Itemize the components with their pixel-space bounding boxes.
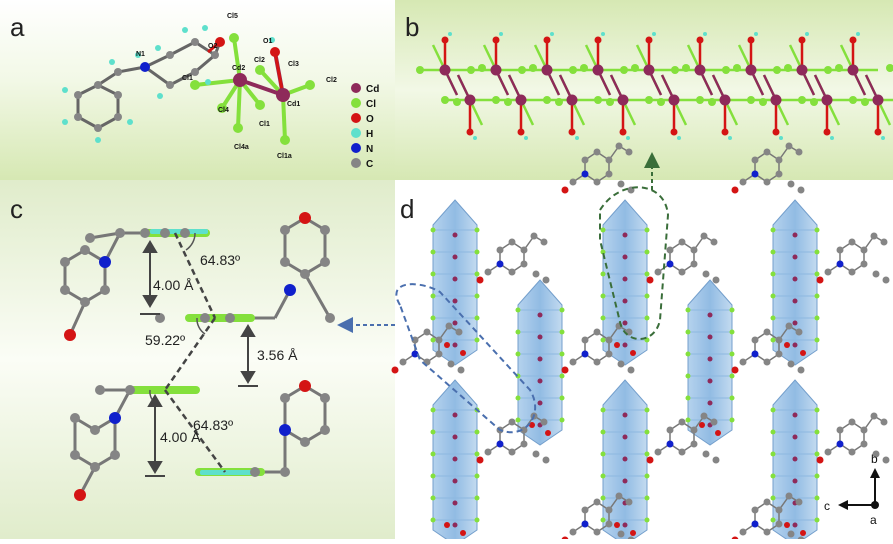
legend-Cl-swatch bbox=[351, 98, 361, 108]
legend-Cl-label: Cl bbox=[366, 99, 376, 110]
atom-label-N1: N1 bbox=[136, 51, 145, 58]
atom-label-Cl2-outer: Cl2 bbox=[326, 77, 337, 84]
distance-label-middle: 3.56 Å bbox=[257, 347, 298, 363]
atom-label-Cl1: Cl1 bbox=[182, 75, 193, 82]
panel-label-c: c bbox=[10, 194, 23, 224]
panel-b-chain bbox=[416, 32, 893, 140]
angle-label-middle: 59.22º bbox=[145, 332, 185, 348]
atom-label-Cd2: Cd2 bbox=[232, 65, 245, 72]
legend-H-swatch bbox=[351, 128, 361, 138]
distance-label-top: 4.00 Å bbox=[153, 277, 194, 293]
legend-O-label: O bbox=[366, 114, 374, 125]
atom-label-Cl4: Cl4 bbox=[218, 107, 229, 114]
panel-b-background bbox=[395, 0, 893, 180]
atom-label-Cd1: Cd1 bbox=[287, 101, 300, 108]
crystal-axes: b c a bbox=[824, 452, 880, 527]
atom-label-Cl3: Cl3 bbox=[288, 61, 299, 68]
panel-label-d: d bbox=[400, 194, 414, 224]
axis-c-arrowhead bbox=[838, 500, 848, 510]
atom-label-O1: O1 bbox=[263, 38, 272, 45]
legend-N-swatch bbox=[351, 143, 361, 153]
panel-a-background bbox=[0, 0, 395, 180]
atom-label-Cl4a: Cl4a bbox=[234, 144, 249, 151]
panel-c-stacking: 4.00 Å 3.56 Å 4.00 Å 64.83º 59.22º 64.83… bbox=[60, 212, 335, 501]
angle-label-top: 64.83º bbox=[200, 252, 240, 268]
atom-label-Cl2-inner: Cl2 bbox=[254, 57, 265, 64]
highlight-loop-blue bbox=[395, 283, 537, 434]
legend-Cd-label: Cd bbox=[366, 84, 379, 95]
legend-C-label: C bbox=[366, 159, 373, 170]
legend-C-swatch bbox=[351, 158, 361, 168]
legend-Cd-swatch bbox=[351, 83, 361, 93]
legend-O-swatch bbox=[351, 113, 361, 123]
panel-label-a: a bbox=[10, 12, 25, 42]
angle-label-bottom: 64.83º bbox=[193, 417, 233, 433]
legend-N-label: N bbox=[366, 144, 373, 155]
axis-label-c: c bbox=[824, 499, 830, 513]
atom-label-O2: O2 bbox=[208, 43, 217, 50]
atom-label-Cl1-lower: Cl1 bbox=[259, 121, 270, 128]
axis-label-a: a bbox=[870, 513, 877, 527]
panel-a-structure: N1 O2 Cl5 O1 Cl1 Cd2 Cl2 Cl3 Cl2 Cl4 Cd1… bbox=[62, 13, 379, 170]
panel-d-packing bbox=[391, 142, 890, 544]
atom-label-Cl1a: Cl1a bbox=[277, 153, 292, 160]
panel-label-b: b bbox=[405, 12, 419, 42]
axis-b-arrowhead bbox=[870, 468, 880, 478]
panel-c-background bbox=[0, 180, 395, 539]
legend-H-label: H bbox=[366, 129, 373, 140]
axis-label-b: b bbox=[871, 452, 878, 466]
distance-label-bottom: 4.00 Å bbox=[160, 429, 201, 445]
axis-a-dot bbox=[871, 501, 879, 509]
atom-label-Cl5: Cl5 bbox=[227, 13, 238, 20]
highlight-loop-green bbox=[599, 186, 670, 340]
element-legend: Cd Cl O H N C bbox=[351, 83, 379, 170]
